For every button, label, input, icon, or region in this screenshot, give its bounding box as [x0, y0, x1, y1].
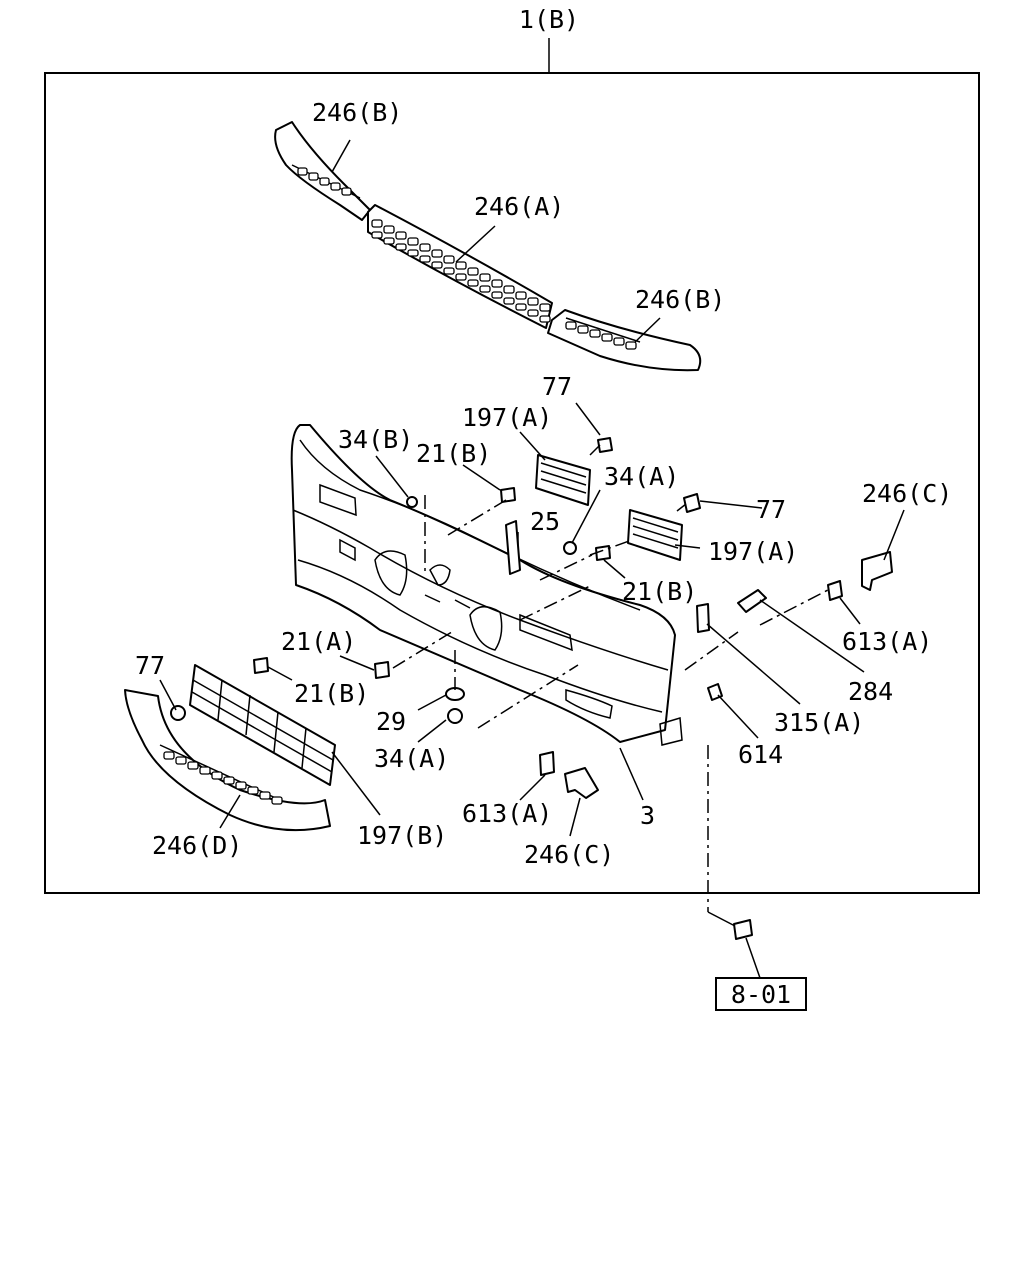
callout-246c-right: 246(C) — [862, 479, 952, 508]
grille-slot — [163, 751, 175, 760]
callout-77-left: 77 — [135, 651, 165, 680]
callout-3: 3 — [640, 801, 655, 830]
grille-slot — [539, 315, 551, 323]
grille-slot — [443, 255, 455, 264]
grille-slot — [589, 329, 601, 338]
grille-slot — [383, 237, 395, 245]
callout-246b-right: 246(B) — [635, 285, 725, 314]
callout-77-top: 77 — [542, 372, 572, 401]
callout-613a-bottom: 613(A) — [462, 799, 552, 828]
assembly-frame — [44, 72, 980, 894]
grille-slot — [527, 297, 539, 306]
grille-slot — [419, 243, 431, 252]
grille-slot — [467, 267, 479, 276]
grille-slot — [613, 337, 625, 346]
grille-slot — [491, 279, 503, 288]
callout-614: 614 — [738, 740, 783, 769]
grille-slot — [455, 261, 467, 270]
grille-slot — [211, 771, 223, 780]
grille-slot — [330, 182, 341, 191]
grille-slot — [467, 279, 479, 287]
callout-197a-right: 197(A) — [708, 537, 798, 566]
callout-assembly: 1(B) — [519, 5, 579, 34]
grille-slot — [319, 177, 330, 186]
upper-grille-left — [535, 454, 591, 506]
grille-slot — [371, 219, 383, 228]
grille-slot — [527, 309, 539, 317]
grille-slot — [259, 791, 271, 800]
callout-34a-bottom: 34(A) — [374, 744, 449, 773]
callout-197b: 197(B) — [357, 821, 447, 850]
lower-grille — [189, 664, 336, 786]
grille-slot — [371, 231, 383, 239]
callout-21a: 21(A) — [281, 627, 356, 656]
callout-21b-top: 21(B) — [416, 439, 491, 468]
callout-197a-top: 197(A) — [462, 403, 552, 432]
grille-slot — [503, 297, 515, 305]
grille-slot — [443, 267, 455, 275]
callout-34a-top: 34(A) — [604, 462, 679, 491]
grille-slot — [297, 167, 308, 176]
grille-slot — [565, 321, 577, 330]
grille-slot — [577, 325, 589, 334]
grille-slot — [539, 303, 551, 312]
callout-21b-right: 21(B) — [622, 577, 697, 606]
callout-246d: 246(D) — [152, 831, 242, 860]
grille-slot — [341, 187, 352, 196]
grille-slots — [163, 167, 637, 805]
callout-284: 284 — [848, 677, 893, 706]
grille-slot — [431, 261, 443, 269]
grille-slot — [419, 255, 431, 263]
grille-slot — [223, 776, 235, 785]
leader-lines — [159, 139, 905, 979]
grille-slot — [407, 237, 419, 246]
callout-29: 29 — [376, 707, 406, 736]
callout-34b: 34(B) — [338, 425, 413, 454]
grille-slot — [625, 341, 637, 350]
assembly-lines — [392, 495, 829, 912]
callout-246c-bottom: 246(C) — [524, 840, 614, 869]
grille-slot — [187, 761, 199, 770]
grille-slot — [515, 303, 527, 311]
grille-slot — [247, 786, 259, 795]
fasteners — [170, 437, 893, 940]
grille-slot — [491, 291, 503, 299]
callout-613a-right: 613(A) — [842, 627, 932, 656]
callout-77-right: 77 — [756, 495, 786, 524]
grille-slot — [407, 249, 419, 257]
front-bumper — [290, 424, 683, 746]
grille-slot — [235, 781, 247, 790]
grille-slot — [383, 225, 395, 234]
callout-315a: 315(A) — [774, 708, 864, 737]
callout-246a: 246(A) — [474, 192, 564, 221]
grille-slot — [308, 172, 319, 181]
grille-slot — [431, 249, 443, 258]
grille-slot — [199, 766, 211, 775]
callout-25: 25 — [530, 507, 560, 536]
grille-slot — [601, 333, 613, 342]
grille-slot — [175, 756, 187, 765]
reference-label: 8-01 — [731, 980, 791, 1009]
grille-slot — [395, 231, 407, 240]
grille-slot — [395, 243, 407, 251]
callout-246b-top: 246(B) — [312, 98, 402, 127]
grille-slot — [503, 285, 515, 294]
grille-slot — [479, 273, 491, 282]
callout-21b-left: 21(B) — [294, 679, 369, 708]
reference-box — [715, 977, 807, 1011]
grille-slot — [515, 291, 527, 300]
grille-slot — [271, 796, 283, 805]
grille-slot — [479, 285, 491, 293]
upper-grille-right — [627, 509, 683, 561]
grille-slot — [455, 273, 467, 281]
